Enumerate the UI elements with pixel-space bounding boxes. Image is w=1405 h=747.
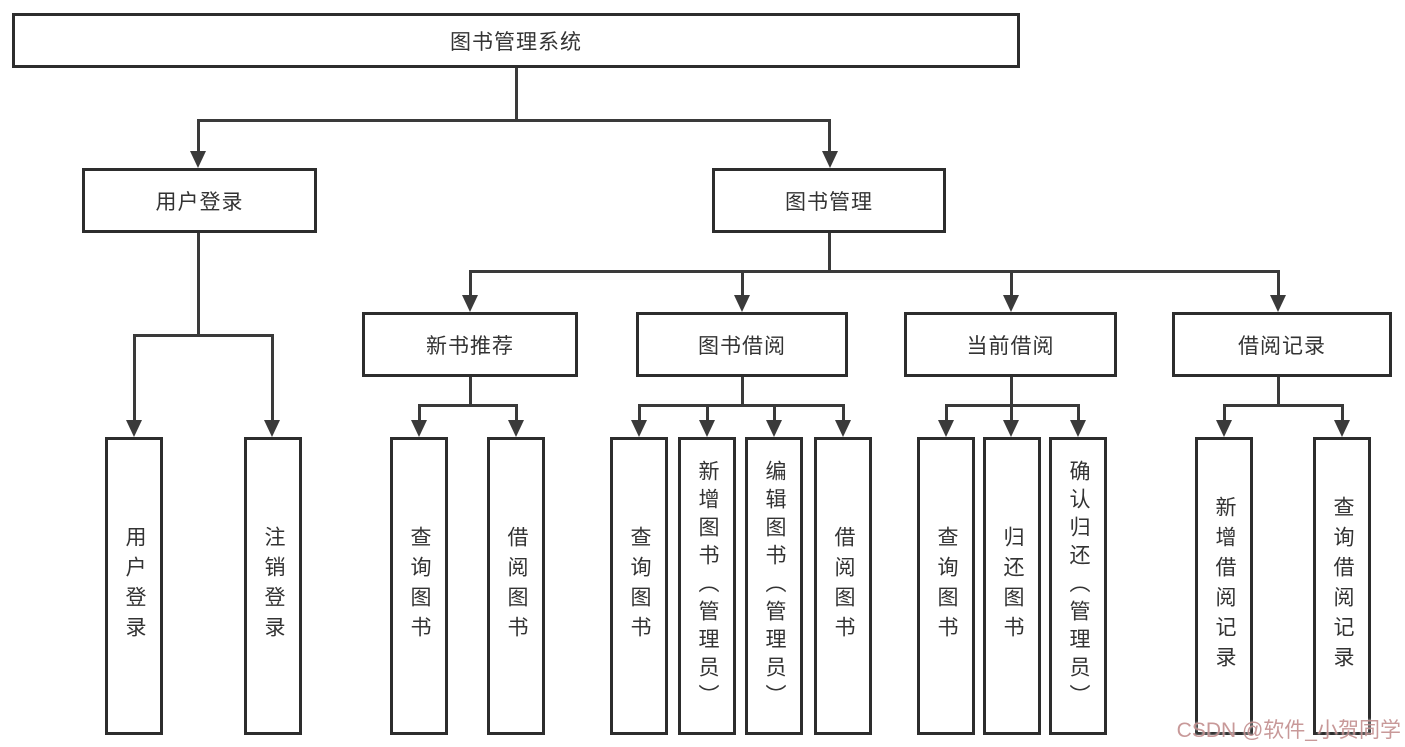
connector-line <box>842 404 845 422</box>
arrowhead <box>631 420 647 437</box>
connector-line <box>638 404 845 407</box>
arrowhead <box>190 151 206 168</box>
arrowhead <box>411 420 427 437</box>
connector-line <box>828 233 831 273</box>
connector-line <box>741 270 744 297</box>
connector-line <box>741 377 744 407</box>
leaf-borrow-books: 借阅图书 <box>814 437 872 735</box>
leaf-borrow-books: 借阅图书 <box>487 437 545 735</box>
connector-line <box>197 119 200 153</box>
arrowhead <box>1334 420 1350 437</box>
connector-line <box>1010 377 1013 407</box>
arrowhead <box>938 420 954 437</box>
arrowhead <box>766 420 782 437</box>
connector-line <box>197 233 200 337</box>
connector-line <box>133 334 136 422</box>
leaf-add-borrow-record: 新增借阅记录 <box>1195 437 1253 735</box>
arrowhead <box>1216 420 1232 437</box>
leaf-query-books: 查询图书 <box>917 437 975 735</box>
arrowhead <box>734 295 750 312</box>
connector-line <box>1010 270 1013 297</box>
arrowhead <box>1003 420 1019 437</box>
connector-line <box>706 404 709 422</box>
connector-line <box>271 334 274 422</box>
arrowhead <box>264 420 280 437</box>
connector-line <box>1341 404 1344 422</box>
arrowhead <box>508 420 524 437</box>
leaf-query-borrow-record: 查询借阅记录 <box>1313 437 1371 735</box>
leaf-query-books: 查询图书 <box>390 437 448 735</box>
node-book-management: 图书管理 <box>712 168 946 233</box>
connector-line <box>1010 404 1013 422</box>
connector-line <box>945 404 948 422</box>
connector-line <box>1277 270 1280 297</box>
connector-line <box>197 119 831 122</box>
arrowhead <box>1270 295 1286 312</box>
leaf-return-books: 归还图书 <box>983 437 1041 735</box>
connector-line <box>828 119 831 153</box>
connector-line <box>470 270 1280 273</box>
node-user-login: 用户登录 <box>82 168 317 233</box>
node-book-borrow: 图书借阅 <box>636 312 848 377</box>
leaf-user-login: 用户登录 <box>105 437 163 735</box>
watermark: CSDN @软件_小贺同学 <box>1176 719 1401 742</box>
arrowhead <box>126 420 142 437</box>
connector-line <box>1277 377 1280 407</box>
connector-line <box>1223 404 1343 407</box>
connector-line <box>515 404 518 422</box>
leaf-confirm-return-admin: 确认归还（管理员） <box>1049 437 1107 735</box>
arrowhead <box>699 420 715 437</box>
leaf-logout: 注销登录 <box>244 437 302 735</box>
connector-line <box>1077 404 1080 422</box>
arrowhead <box>462 295 478 312</box>
connector-line <box>773 404 776 422</box>
connector-line <box>1223 404 1226 422</box>
arrowhead <box>1003 295 1019 312</box>
connector-line <box>469 377 472 407</box>
connector-line <box>469 270 472 297</box>
connector-line <box>638 404 641 422</box>
node-borrow-records: 借阅记录 <box>1172 312 1392 377</box>
arrowhead <box>1070 420 1086 437</box>
leaf-query-books: 查询图书 <box>610 437 668 735</box>
arrowhead <box>822 151 838 168</box>
leaf-add-book-admin: 新增图书（管理员） <box>678 437 736 735</box>
arrowhead <box>835 420 851 437</box>
connector-line <box>515 68 518 122</box>
connector-line <box>133 334 274 337</box>
node-new-book-recommend: 新书推荐 <box>362 312 578 377</box>
node-root: 图书管理系统 <box>12 13 1020 68</box>
node-current-borrow: 当前借阅 <box>904 312 1117 377</box>
leaf-edit-book-admin: 编辑图书（管理员） <box>745 437 803 735</box>
connector-line <box>418 404 518 407</box>
connector-line <box>418 404 421 422</box>
